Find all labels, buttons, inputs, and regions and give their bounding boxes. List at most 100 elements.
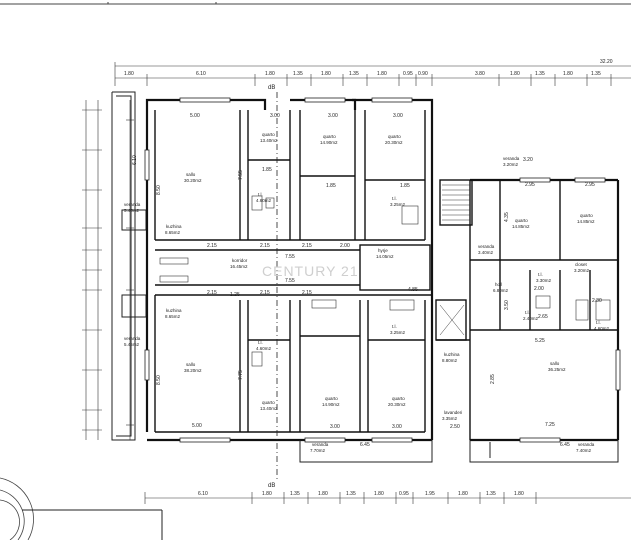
- top-dim: 6.10: [196, 71, 206, 77]
- room-area: 38.20m2: [184, 368, 202, 373]
- stamp-seal: [0, 477, 34, 540]
- bottom-dim: 1.80: [318, 491, 328, 497]
- v-dim: 7.75: [238, 370, 244, 380]
- v-dim: 6.10: [132, 155, 138, 165]
- vertical-dimension-labels: 6.10 8.50 8.50 7.75 7.55 4.35 3.50 2.85: [132, 155, 510, 385]
- v-dim: 7.55: [238, 170, 244, 180]
- outer-walls: [145, 98, 620, 442]
- top-dim: 1.80: [321, 71, 331, 77]
- room-area: 14.90m2: [320, 140, 338, 145]
- inner-dim: 2.15: [207, 243, 217, 249]
- room-area: 3.25m2: [390, 202, 406, 207]
- room-area: 7.40m2: [576, 448, 592, 453]
- inner-dim: 3.00: [270, 113, 280, 119]
- room-area: 14.85m2: [577, 219, 595, 224]
- bottom-dim: 1.35: [346, 491, 356, 497]
- inner-dim: 3.00: [393, 113, 403, 119]
- interior-walls: [154, 110, 618, 440]
- room-area: 13.40m2: [260, 406, 278, 411]
- room-name: veranda: [124, 202, 141, 207]
- inner-dim: 1.85: [262, 167, 272, 173]
- room-name: t.l.: [525, 310, 530, 315]
- room-area: 3.20m2: [574, 268, 590, 273]
- room-name: t.l.: [596, 320, 601, 325]
- room-name: sallo: [550, 361, 560, 366]
- v-dim: 4.35: [504, 212, 510, 222]
- bottom-dim: 0.95: [399, 491, 409, 497]
- inner-dim: 1.85: [326, 183, 336, 189]
- room-name: quarto: [325, 396, 338, 401]
- room-name: hyrje: [378, 248, 388, 253]
- bottom-dim: 1.80: [514, 491, 524, 497]
- room-name: t.l.: [392, 324, 397, 329]
- room-name: quarto: [262, 132, 275, 137]
- watermark: CENTURY 21: [262, 263, 359, 279]
- bottom-dimension-labels: 6.10 1.80 1.35 1.80 1.35 1.80 0.95 1.95 …: [198, 491, 524, 497]
- room-name: veranda: [578, 442, 595, 447]
- inner-dim: 2.00: [340, 243, 350, 249]
- bottom-dim: 1.80: [262, 491, 272, 497]
- room-area: 4.60m2: [256, 198, 272, 203]
- inner-dim: 3.00: [330, 424, 340, 430]
- room-area: 3.40m2: [478, 250, 494, 255]
- room-name: quarto: [388, 134, 401, 139]
- inner-dim: 2.15: [207, 290, 217, 296]
- room-name: t.l.: [258, 192, 263, 197]
- top-dim: 0.95: [403, 71, 413, 77]
- room-area: 4.60m2: [594, 326, 610, 331]
- room-name: kuzhina: [166, 224, 182, 229]
- top-dim: 1.35: [591, 71, 601, 77]
- stair-treads: [439, 184, 470, 336]
- left-balconies: [111, 91, 147, 441]
- room-name: veranda: [503, 156, 520, 161]
- room-area: 3.20m2: [503, 162, 519, 167]
- room-area: 30.20m2: [184, 178, 202, 183]
- top-dim: 1.80: [377, 71, 387, 77]
- inner-dim: 6.45: [560, 442, 570, 448]
- left-dimension-chains: [82, 100, 134, 440]
- room-name: closet: [575, 262, 588, 267]
- inner-dim: 2.95: [585, 182, 595, 188]
- room-area: 14.05m2: [376, 254, 394, 259]
- top-dim: 1.80: [124, 71, 134, 77]
- room-area: 8.80m2: [442, 358, 458, 363]
- top-dim: 1.35: [535, 71, 545, 77]
- inner-dim: 2.50: [450, 424, 460, 430]
- top-dim: 1.80: [265, 71, 275, 77]
- bottom-dim: 1.35: [486, 491, 496, 497]
- bottom-dim: 1.80: [374, 491, 384, 497]
- section-mark-bottom: dB: [268, 483, 275, 489]
- inner-dim: 5.00: [192, 423, 202, 429]
- inner-dimension-labels: 5.00 3.00 3.00 3.00 1.85 1.85 1.85 2.15 …: [190, 113, 602, 448]
- inner-dim: 2.95: [525, 182, 535, 188]
- v-dim: 2.85: [490, 374, 496, 384]
- title-block: [22, 509, 163, 540]
- top-dimension-labels: 1.80 6.10 1.80 1.35 1.80 1.35 1.80 0.95 …: [124, 59, 613, 77]
- bottom-dim: 1.95: [425, 491, 435, 497]
- v-dim: 3.50: [504, 300, 510, 310]
- inner-dim: 6.45: [360, 442, 370, 448]
- inner-dim: 3.00: [392, 424, 402, 430]
- room-area: 7.70m2: [310, 448, 326, 453]
- v-dim: 8.50: [156, 375, 162, 385]
- section-mark-top: dB: [268, 85, 275, 91]
- inner-dim: 7.55: [285, 278, 295, 284]
- room-area: 20.30m2: [385, 140, 403, 145]
- inner-dim: 2.15: [302, 243, 312, 249]
- room-name: holl: [495, 282, 502, 287]
- top-dim: 1.80: [563, 71, 573, 77]
- inner-dim: 7.25: [545, 422, 555, 428]
- inner-dim: 1.25: [230, 292, 240, 298]
- room-name: kuzhina: [166, 308, 182, 313]
- room-name: korridor: [232, 258, 248, 263]
- room-name: t.l.: [258, 340, 263, 345]
- room-area: 14.90m2: [322, 402, 340, 407]
- top-dim: 1.80: [510, 71, 520, 77]
- room-name: quarto: [262, 400, 275, 405]
- room-name: quarto: [580, 213, 593, 218]
- top-dim: 1.35: [293, 71, 303, 77]
- top-total-dim: 32.20: [600, 59, 613, 65]
- top-dim: 0.90: [418, 71, 428, 77]
- room-area: 16.45m2: [230, 264, 248, 269]
